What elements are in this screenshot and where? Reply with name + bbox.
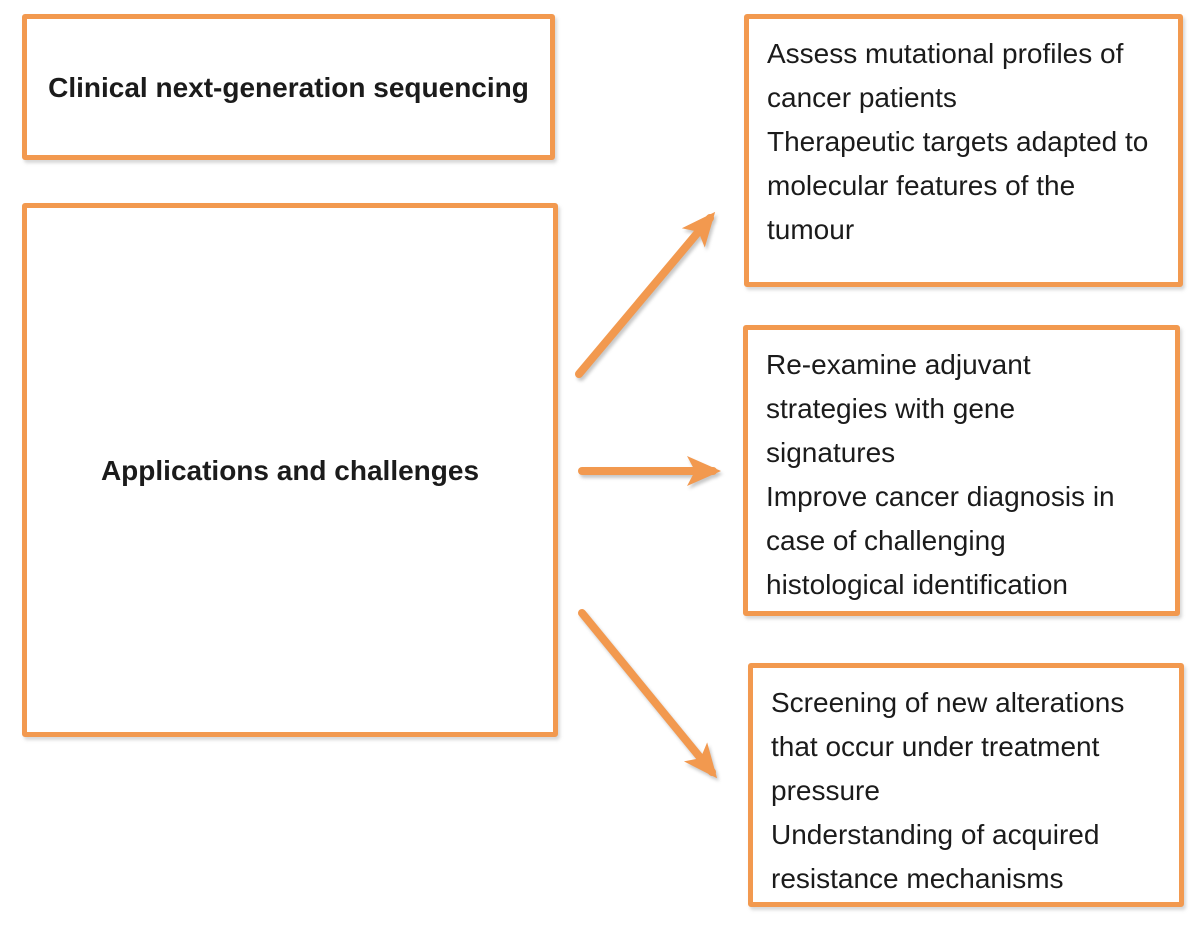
outcome-item: Therapeutic targets adapted to molecular… [767, 126, 1149, 245]
outcome-item: Screening of new alterations that occur … [771, 687, 1125, 806]
outcome-item: Understanding of acquired resistance mec… [771, 819, 1100, 894]
box-adjuvant-strategies: Re-examine adjuvant strategies with gene… [743, 325, 1180, 616]
box-clinical-ngs-label: Clinical next-generation sequencing [48, 71, 529, 103]
box-screening-alterations: Screening of new alterations that occur … [748, 663, 1184, 907]
box-applications-challenges-label: Applications and challenges [100, 454, 480, 486]
box-clinical-ngs: Clinical next-generation sequencing [22, 14, 555, 160]
outcome-item: Re-examine adjuvant strategies with gene… [766, 349, 1031, 468]
arrow-down-right-icon [578, 609, 718, 779]
arrow-up-right-icon [575, 211, 716, 378]
outcome-item: Improve cancer diagnosis in case of chal… [766, 481, 1115, 600]
box-mutational-profiles: Assess mutational profiles of cancer pat… [744, 14, 1183, 287]
box-applications-challenges: Applications and challenges [22, 203, 558, 737]
outcome-item: Assess mutational profiles of cancer pat… [767, 38, 1124, 113]
